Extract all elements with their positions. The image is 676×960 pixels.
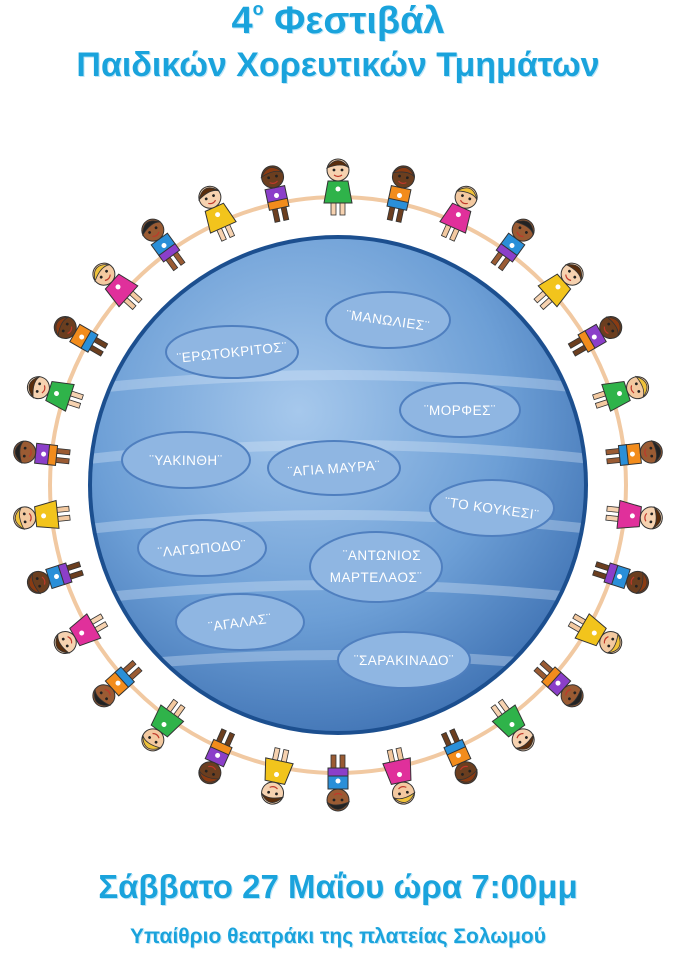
- dancer-figure: [141, 218, 186, 272]
- group-name-agia-mavra: ¨ΑΓΙΑ ΜΑΥΡΑ¨: [287, 458, 380, 479]
- festival-title-line2: Παιδικών Χορευτικών Τμημάτων: [76, 46, 600, 84]
- dancer-figure: [13, 499, 71, 531]
- dancer-figure: [26, 561, 84, 595]
- title-word: Φεστιβάλ: [263, 0, 445, 42]
- globe-illustration: ¨ΜΑΝΩΛΙΕΣ¨ ¨ΕΡΩΤΟΚΡΙΤΟΣ¨ ¨ΜΟΡΦΕΣ¨ ¨ΥΑΚΙΝ…: [13, 158, 663, 812]
- cloud-morfes: ¨ΜΟΡΦΕΣ¨: [399, 382, 521, 438]
- cloud-sarakinado: ¨ΣΑΡΑΚΙΝΑΔΟ¨: [337, 631, 471, 689]
- dancer-figure: [533, 659, 584, 708]
- dancer-figure: [386, 165, 415, 223]
- cloud-erotokritos: ¨ΕΡΩΤΟΚΡΙΤΟΣ¨: [165, 325, 299, 379]
- dancer-figure: [141, 698, 186, 752]
- title-ordinal: ο: [252, 0, 264, 20]
- cloud-manolies: ¨ΜΑΝΩΛΙΕΣ¨: [325, 291, 451, 349]
- title-number: 4: [231, 0, 253, 42]
- cloud-yakinthi: ¨ΥΑΚΙΝΘΗ¨: [121, 431, 251, 489]
- cloud-lagopodo: ¨ΛΑΓΩΠΟΔΟ¨: [137, 519, 267, 577]
- dancer-figure: [92, 262, 143, 311]
- dancer-figure: [198, 728, 236, 785]
- cloud-agia-mavra: ¨ΑΓΙΑ ΜΑΥΡΑ¨: [267, 440, 401, 496]
- dancing-children-ring: [13, 158, 663, 812]
- dancer-figure: [605, 439, 663, 466]
- dancer-figure: [326, 754, 351, 812]
- dancer-figure: [53, 316, 109, 357]
- dancer-figure: [26, 376, 84, 412]
- dancer-figure: [567, 613, 623, 654]
- event-date: Σάββατο 27 Μαΐου ώρα 7:00μμ: [98, 868, 578, 905]
- group-name-martelaos: ΜΑΡΤΕΛΑΟΣ¨: [330, 570, 423, 585]
- dancer-figure: [260, 165, 290, 223]
- dancer-figure: [592, 375, 650, 412]
- dancer-figure: [439, 185, 478, 242]
- group-name-yakinthi: ¨ΥΑΚΙΝΘΗ¨: [149, 453, 222, 468]
- dancer-figure: [53, 613, 109, 654]
- dancer-figure: [323, 158, 353, 216]
- festival-title-line1: 4ο Φεστιβάλ: [0, 0, 676, 43]
- group-name-antonios: ¨ΑΝΤΩΝΙΟΣ: [343, 548, 421, 563]
- cloud-antonios-martelaos: ¨ΑΝΤΩΝΙΟΣ ΜΑΡΤΕΛΑΟΣ¨: [309, 531, 443, 603]
- cloud-to-koukesi: ¨ΤΟ ΚΟΥΚΕΣΙ¨: [429, 479, 555, 537]
- group-name-morfes: ¨ΜΟΡΦΕΣ¨: [424, 403, 496, 418]
- dancer-figure: [261, 747, 294, 805]
- event-venue: Υπαίθριο θεατράκι της πλατείας Σολωμού: [130, 925, 546, 948]
- dancer-figure: [490, 218, 535, 272]
- dancer-figure: [490, 698, 535, 752]
- dancer-figure: [13, 440, 71, 466]
- dancer-figure: [382, 747, 416, 805]
- dancer-figure: [198, 185, 237, 242]
- dancer-figure: [440, 728, 478, 785]
- dancer-figure: [567, 316, 623, 357]
- group-name-sarakinado: ¨ΣΑΡΑΚΙΝΑΔΟ¨: [354, 653, 454, 668]
- dancer-figure: [605, 499, 663, 530]
- cloud-agalas: ¨ΑΓΑΛΑΣ¨: [175, 593, 305, 651]
- dancer-figure: [92, 659, 143, 708]
- dancer-figure: [592, 561, 650, 594]
- dancer-figure: [533, 262, 584, 311]
